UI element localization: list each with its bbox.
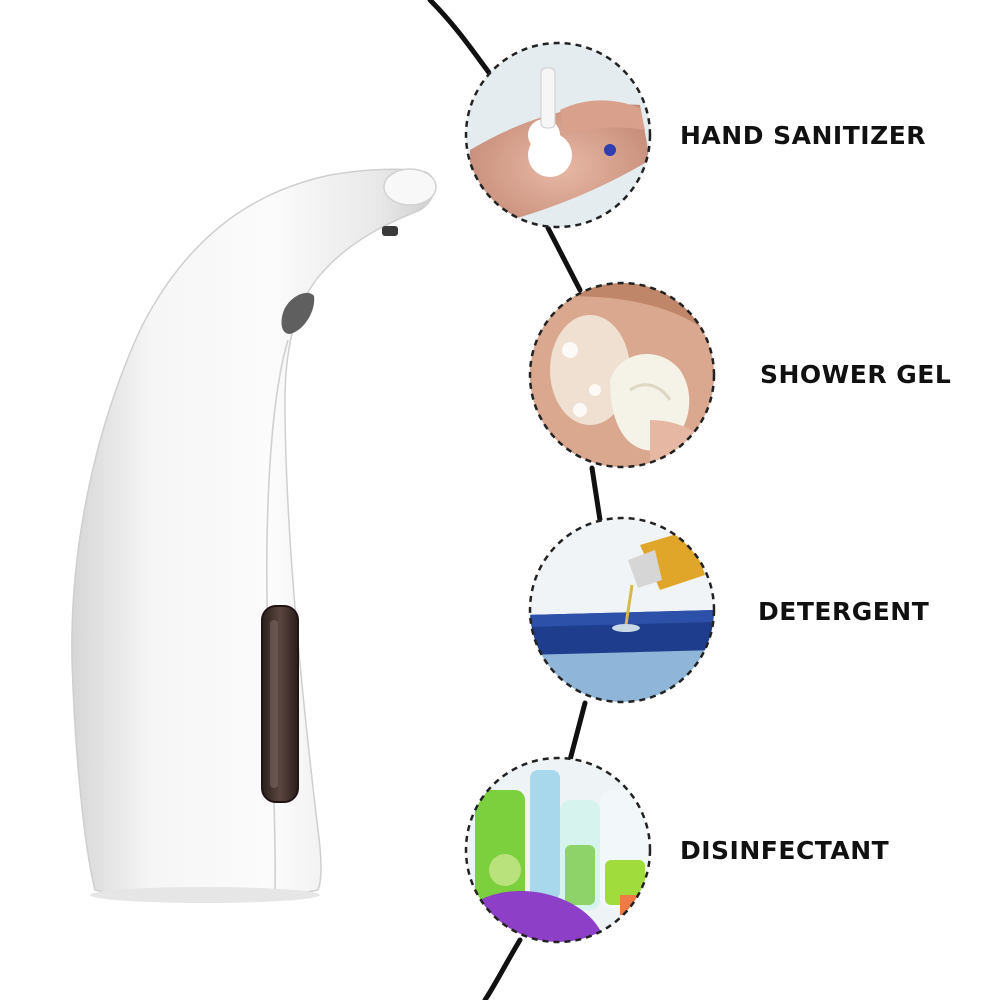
dispenser-outlet (382, 226, 398, 236)
sensor-icon (281, 292, 315, 334)
dashed-frame (464, 756, 652, 944)
use-photo-hand-sanitizer (464, 41, 652, 229)
level-window-highlight (270, 620, 278, 788)
use-photo-shower-gel (528, 281, 716, 469)
dashed-frame (464, 41, 652, 229)
label-disinfectant: DISINFECTANT (680, 836, 890, 865)
dashed-frame (528, 516, 716, 704)
use-photo-detergent (528, 516, 716, 704)
label-detergent: DETERGENT (758, 597, 930, 626)
level-window (261, 605, 299, 803)
dispenser-nozzle (383, 168, 437, 206)
label-shower-gel: SHOWER GEL (760, 360, 952, 389)
dispenser-body (71, 168, 435, 902)
use-photo-disinfectant (464, 756, 652, 944)
connector-line (427, 0, 603, 1000)
dashed-frame (528, 281, 716, 469)
base-shadow (90, 887, 320, 903)
label-hand-sanitizer: HAND SANITIZER (680, 121, 927, 150)
soap-dispenser-illustration (71, 168, 437, 903)
